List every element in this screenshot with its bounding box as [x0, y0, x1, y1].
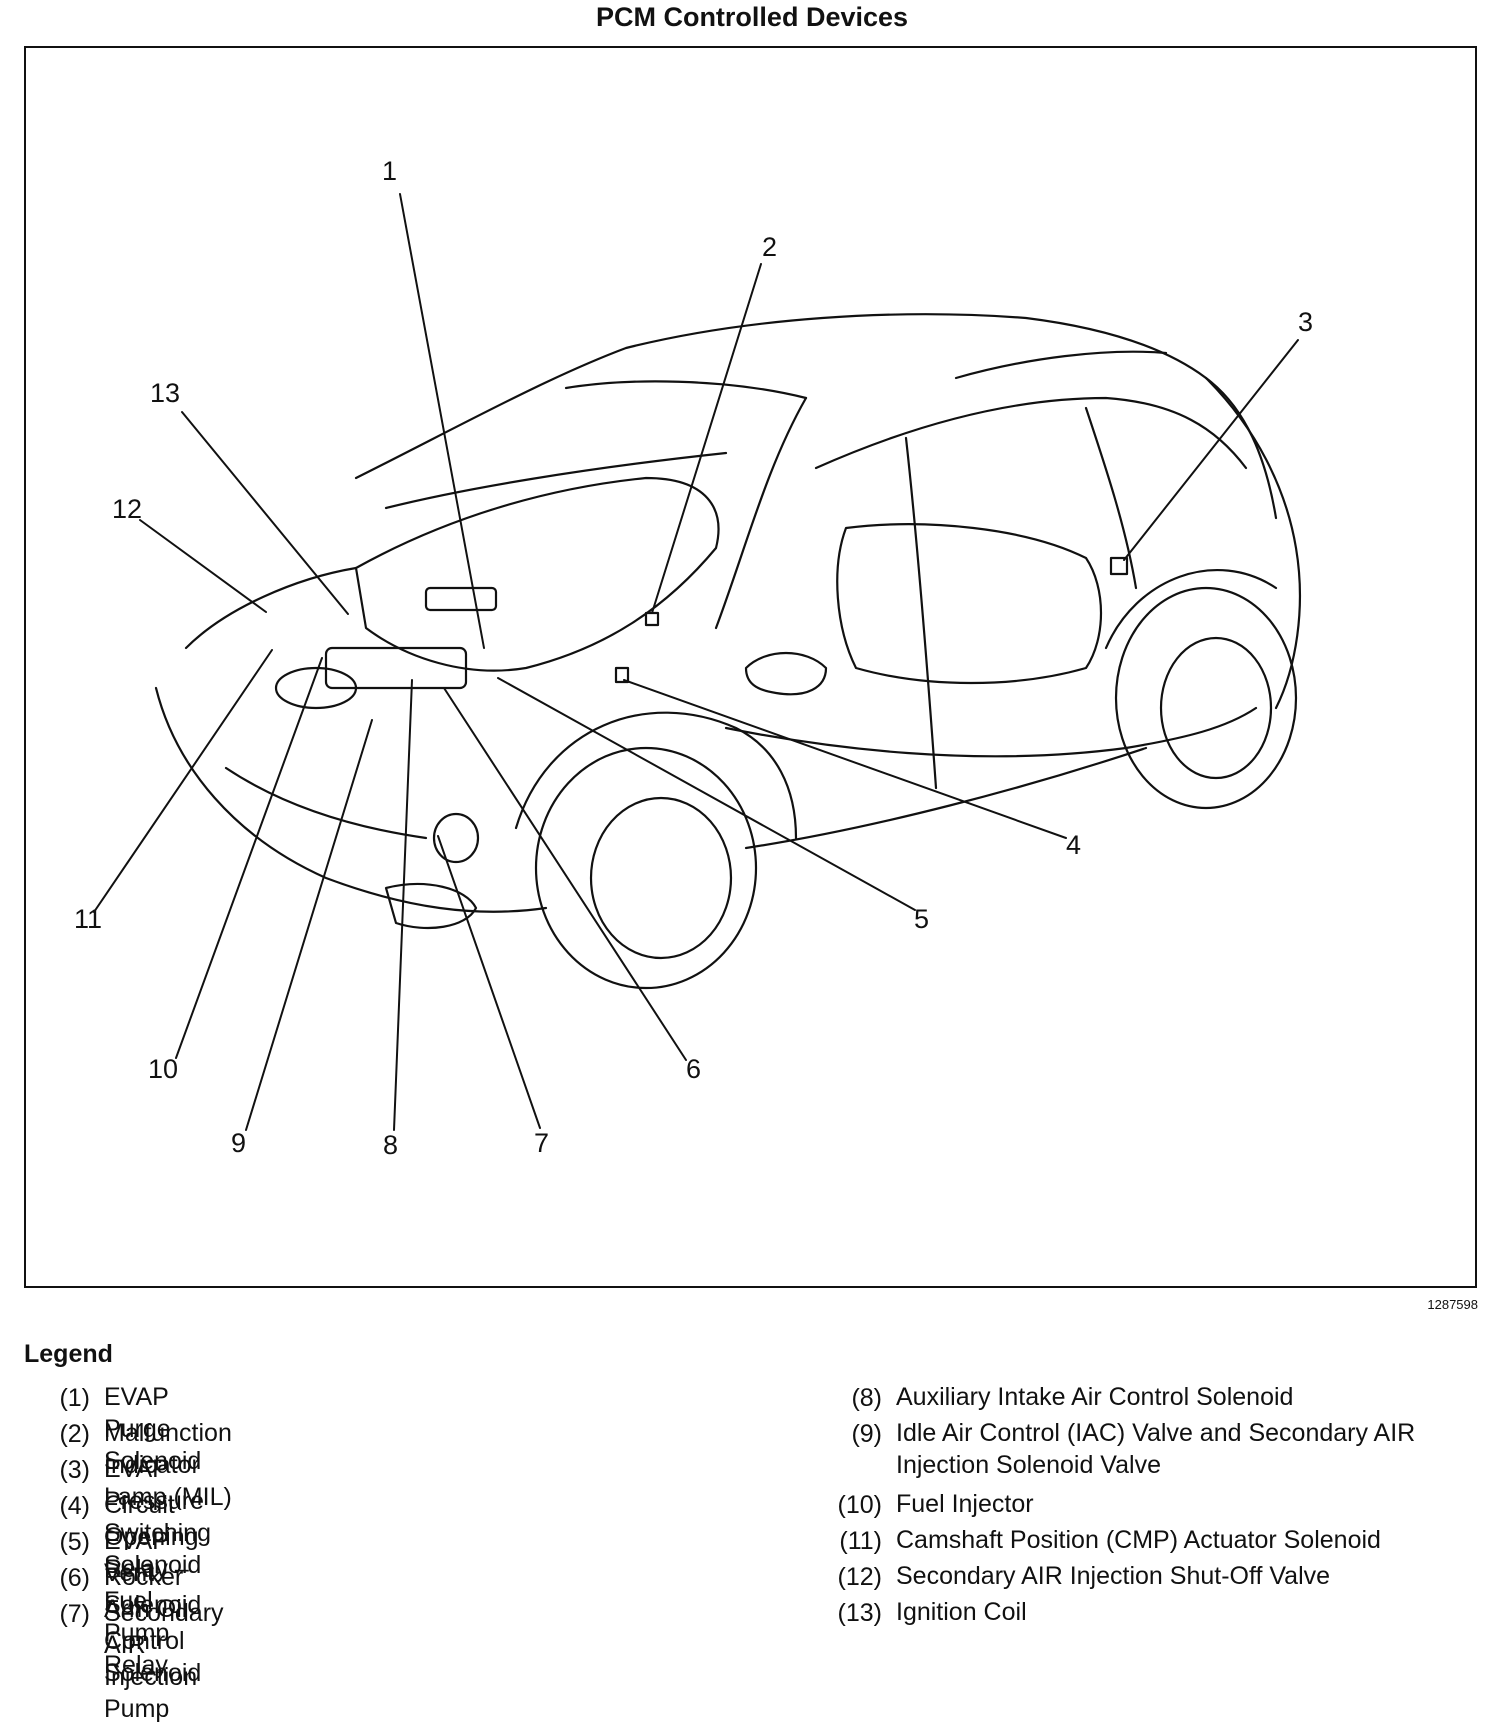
a-pillar	[714, 396, 808, 630]
engine-pump	[432, 812, 480, 864]
evap-solenoid-rear	[1109, 556, 1129, 576]
fog-lamp	[384, 882, 478, 930]
car-rear-outline	[1204, 376, 1301, 710]
legend-number: (2)	[59, 1420, 90, 1448]
front-bumper	[154, 686, 548, 913]
door-window-line	[814, 396, 1248, 470]
legend-label: Secondary AIR Injection Shut-Off Valve	[896, 1562, 1331, 1590]
door-frame-line	[904, 436, 938, 790]
legend-number: (8)	[851, 1384, 882, 1412]
legend-label: EVAP Purge Solenoid	[104, 1383, 202, 1475]
interior-seat	[836, 523, 1103, 685]
legend-label: EVAP Pressure Switching Solenoid	[104, 1455, 211, 1579]
legend-number: (3)	[59, 1456, 90, 1484]
legend-number: (9)	[851, 1420, 882, 1448]
legend-number: (6)	[59, 1564, 90, 1592]
engine-air-filter	[274, 666, 358, 710]
legend-label: Auxiliary Intake Air Control Solenoid	[896, 1383, 1294, 1411]
rear-wheel-arch	[1104, 568, 1278, 650]
car-roof-outline	[354, 313, 1278, 520]
legend-number: (12)	[837, 1563, 882, 1591]
legend-label: EVAP Vent Solenoid	[104, 1527, 202, 1619]
rear-wheel-outer	[1114, 586, 1298, 810]
leader-lines	[93, 193, 1299, 1131]
front-wheel-outer	[534, 746, 758, 990]
hood-outline	[354, 476, 720, 672]
legend-number: (5)	[59, 1528, 90, 1556]
callout-10: 10	[148, 1054, 179, 1084]
side-sill	[724, 706, 1258, 758]
callout-1: 1	[382, 156, 398, 186]
callout-2: 2	[762, 232, 778, 262]
legend-number: (10)	[837, 1491, 882, 1519]
front-wheel-arch	[514, 711, 798, 840]
legend-label: Ignition Coil	[896, 1598, 1027, 1626]
callout-12: 12	[112, 494, 143, 524]
rear-door-line	[1084, 406, 1138, 590]
legend-number: (11)	[839, 1527, 882, 1555]
callout-11: 11	[74, 904, 103, 934]
legend-number: (1)	[59, 1384, 90, 1412]
legend-label: Camshaft Position (CMP) Actuator Solenoi…	[896, 1526, 1381, 1554]
diagram-frame: 1 2 3 4 5 6 7 8 9 10 11 12 13	[24, 46, 1477, 1288]
engine-component-block	[424, 586, 498, 612]
callout-8: 8	[383, 1130, 399, 1160]
legend-label: Secondary AIR Injection Pump	[104, 1599, 224, 1723]
windshield-top	[564, 380, 808, 400]
vehicle-illustration	[93, 193, 1301, 1131]
windshield-bottom	[384, 451, 728, 510]
grille	[224, 766, 428, 840]
legend-number: (4)	[59, 1492, 90, 1520]
legend-label: Malfunction Indicator Lamp (MIL)	[104, 1419, 232, 1511]
figure-id: 1287598	[1427, 1297, 1478, 1312]
callout-4: 4	[1066, 830, 1082, 860]
page-title: PCM Controlled Devices	[595, 2, 909, 32]
front-fascia	[184, 566, 358, 650]
callout-6: 6	[686, 1054, 702, 1084]
legend-number: (13)	[837, 1599, 882, 1627]
callout-7: 7	[534, 1128, 550, 1158]
legend-number: (7)	[59, 1600, 90, 1628]
callout-3: 3	[1298, 307, 1314, 337]
lower-body	[744, 746, 1148, 850]
callout-13: 13	[150, 378, 181, 408]
legend-heading: Legend	[24, 1340, 113, 1368]
front-wheel-inner	[589, 796, 733, 960]
engine-cover	[324, 646, 468, 690]
callout-5: 5	[914, 904, 930, 934]
side-mirror	[744, 651, 828, 696]
legend-label: Fuel Injector	[896, 1490, 1034, 1518]
callout-9: 9	[231, 1128, 247, 1158]
mil-lamp	[644, 611, 660, 627]
relay-box	[614, 666, 630, 684]
roof-rail	[954, 350, 1168, 380]
rear-wheel-inner	[1159, 636, 1273, 780]
legend-label: Idle Air Control (IAC) Valve and Seconda…	[896, 1419, 1416, 1479]
